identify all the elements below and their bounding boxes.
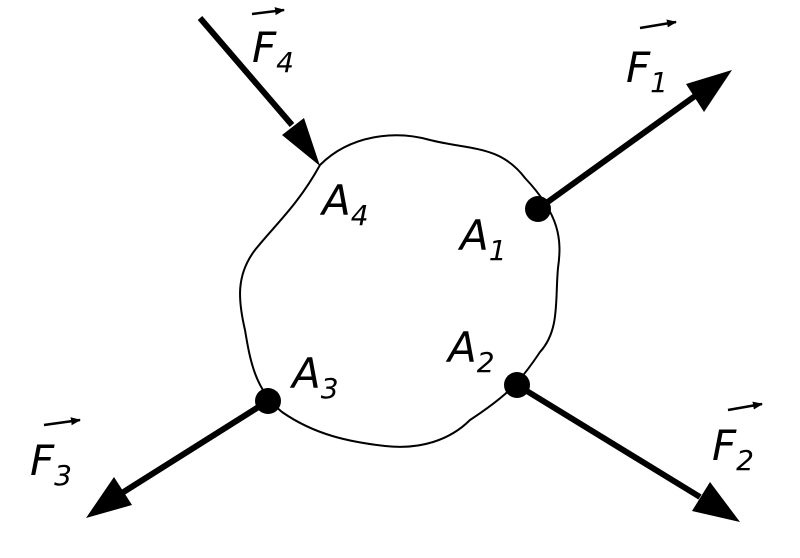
svg-text:F3: F3: [30, 436, 72, 492]
body-outline: [239, 134, 561, 448]
label-a3: A3: [289, 349, 339, 405]
label-a4: A4: [319, 176, 369, 232]
label-f1: F1: [626, 19, 677, 99]
label-f2: F2: [712, 401, 763, 477]
svg-text:F2: F2: [712, 421, 754, 477]
label-a1: A1: [457, 211, 507, 267]
label-f4: F4: [251, 7, 294, 79]
force-f4-arrow: [197, 16, 320, 166]
label-a2: A2: [445, 323, 495, 379]
label-f3: F3: [30, 417, 81, 492]
point-a1-dot: [525, 196, 551, 222]
force-f3-arrow: [86, 398, 270, 518]
force-f2-arrow: [515, 382, 740, 522]
svg-text:F4: F4: [252, 23, 294, 79]
svg-text:F1: F1: [626, 43, 668, 99]
point-a3-dot: [255, 388, 281, 414]
point-a2-dot: [504, 372, 530, 398]
force-f1-arrow: [536, 70, 732, 212]
